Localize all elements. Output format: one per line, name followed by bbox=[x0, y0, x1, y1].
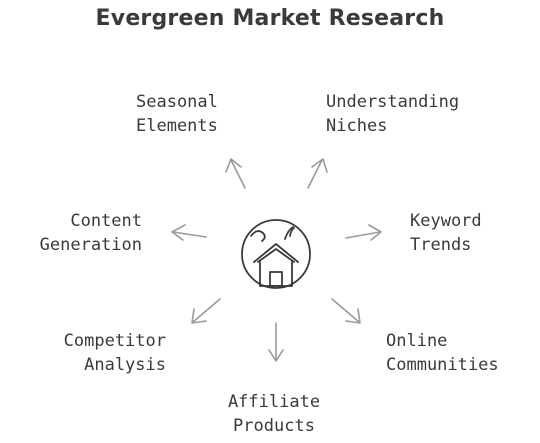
branch-niches-line2: Niches bbox=[326, 116, 388, 136]
branch-affiliate-line2: Products bbox=[233, 416, 315, 436]
branch-content-generation: Content Generation bbox=[34, 209, 142, 257]
branch-seasonal-line1: Seasonal bbox=[136, 92, 218, 112]
branch-keyword-trends: Keyword Trends bbox=[410, 209, 482, 257]
branch-affiliate-products: Affiliate Products bbox=[226, 390, 322, 438]
arrow-keyword bbox=[345, 224, 382, 241]
arrow-competitor bbox=[191, 298, 221, 324]
branch-competitor-line2: Analysis bbox=[84, 355, 166, 375]
diagram-title: Evergreen Market Research bbox=[95, 6, 445, 31]
branch-communities-line2: Communities bbox=[386, 355, 499, 375]
arrow-niches bbox=[307, 158, 328, 189]
house-icon bbox=[241, 219, 311, 289]
arrow-content bbox=[171, 224, 207, 241]
branch-keyword-line2: Trends bbox=[410, 235, 472, 255]
branch-niches-line1: Understanding bbox=[326, 92, 460, 112]
branch-keyword-line1: Keyword bbox=[410, 211, 482, 231]
branch-competitor-analysis: Competitor Analysis bbox=[58, 329, 166, 377]
branch-competitor-line1: Competitor bbox=[63, 331, 166, 351]
branch-affiliate-line1: Affiliate bbox=[227, 392, 321, 412]
branch-understanding-niches: Understanding Niches bbox=[326, 90, 459, 138]
branch-seasonal-line2: Elements bbox=[136, 116, 218, 136]
branch-content-line1: Content bbox=[70, 211, 142, 231]
arrow-affiliate bbox=[268, 322, 284, 362]
branch-communities-line1: Online bbox=[386, 331, 448, 351]
arrow-seasonal bbox=[225, 158, 246, 189]
branch-seasonal-elements: Seasonal Elements bbox=[136, 90, 218, 138]
branch-content-line2: Generation bbox=[39, 235, 142, 255]
branch-online-communities: Online Communities bbox=[386, 329, 499, 377]
arrow-communities bbox=[331, 298, 361, 324]
